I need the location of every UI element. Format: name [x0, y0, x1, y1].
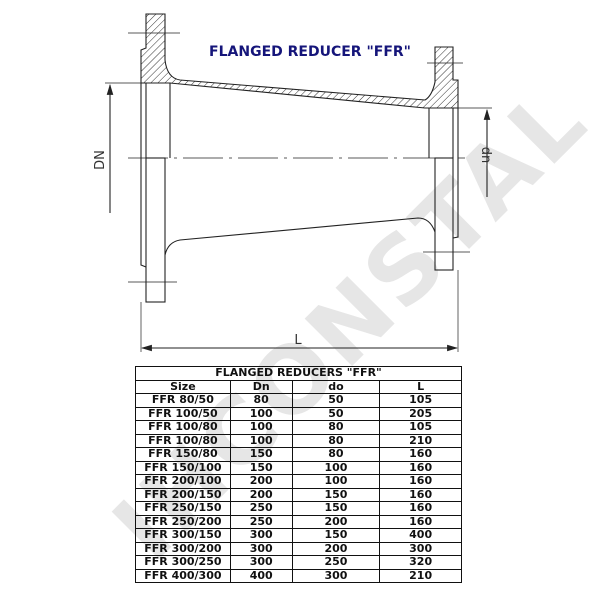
cell-dn: 200 — [229, 474, 293, 489]
cell-size: FFR 200/100 — [135, 474, 231, 489]
cell-l: 105 — [379, 420, 462, 435]
cell-size: FFR 200/150 — [135, 487, 231, 502]
cell-dn: 200 — [229, 487, 293, 502]
cell-size: FFR 300/250 — [135, 555, 231, 570]
header-l: L — [379, 379, 462, 394]
cell-do: 300 — [291, 568, 381, 583]
cell-dn: 300 — [229, 528, 293, 543]
cell-size: FFR 150/100 — [135, 460, 231, 475]
cell-do: 200 — [291, 514, 381, 529]
cell-l: 160 — [379, 501, 462, 516]
cell-do: 200 — [291, 541, 381, 556]
drawing-title: FLANGED REDUCER "FFR" — [209, 44, 411, 60]
cell-l: 160 — [379, 487, 462, 502]
cell-l: 205 — [379, 406, 462, 421]
cell-size: FFR 300/150 — [135, 528, 231, 543]
table-header-row: Size Dn do L — [135, 379, 462, 394]
left-flange-face — [140, 83, 171, 268]
label-DN: DN — [93, 150, 108, 170]
cell-dn: 80 — [229, 393, 293, 408]
top-wall-section — [140, 13, 459, 109]
cell-l: 300 — [379, 541, 462, 556]
cell-l: 320 — [379, 555, 462, 570]
cell-do: 100 — [291, 460, 381, 475]
cell-dn: 400 — [229, 568, 293, 583]
cell-do: 250 — [291, 555, 381, 570]
cell-do: 150 — [291, 501, 381, 516]
cell-size: FFR 100/80 — [135, 420, 231, 435]
cell-do: 80 — [291, 447, 381, 462]
cell-dn: 250 — [229, 501, 293, 516]
cell-dn: 250 — [229, 514, 293, 529]
cell-l: 400 — [379, 528, 462, 543]
header-size: Size — [135, 379, 231, 394]
cell-do: 80 — [291, 420, 381, 435]
cell-size: FFR 80/50 — [135, 393, 231, 408]
right-flange-face — [428, 108, 459, 239]
cell-dn: 150 — [229, 460, 293, 475]
label-L: L — [294, 333, 302, 348]
cell-size: FFR 100/80 — [135, 433, 231, 448]
header-do: do — [291, 379, 381, 394]
right-flange — [434, 157, 454, 271]
cell-l: 160 — [379, 514, 462, 529]
reducers-table: FLANGED REDUCERS "FFR" Size Dn do L FFR … — [135, 366, 462, 583]
cell-l: 105 — [379, 393, 462, 408]
bottom-wall — [164, 217, 436, 256]
extension-lines — [105, 82, 492, 352]
cell-dn: 300 — [229, 555, 293, 570]
cell-dn: 100 — [229, 406, 293, 421]
cell-l: 210 — [379, 433, 462, 448]
cell-size: FFR 250/150 — [135, 501, 231, 516]
cell-size: FFR 250/200 — [135, 514, 231, 529]
cell-do: 100 — [291, 474, 381, 489]
cell-dn: 100 — [229, 433, 293, 448]
cell-do: 150 — [291, 528, 381, 543]
cell-dn: 100 — [229, 420, 293, 435]
header-dn: Dn — [229, 379, 293, 394]
cell-l: 160 — [379, 474, 462, 489]
cell-do: 50 — [291, 393, 381, 408]
label-dn: dn — [478, 147, 493, 164]
cell-size: FFR 400/300 — [135, 568, 231, 583]
cell-size: FFR 300/200 — [135, 541, 231, 556]
cell-dn: 150 — [229, 447, 293, 462]
cell-dn: 300 — [229, 541, 293, 556]
bolt-center-lines — [128, 32, 470, 283]
table-title: FLANGED REDUCERS "FFR" — [135, 366, 462, 381]
left-flange — [145, 157, 166, 303]
cell-do: 80 — [291, 433, 381, 448]
cell-do: 50 — [291, 406, 381, 421]
cell-l: 160 — [379, 447, 462, 462]
cell-size: FFR 150/80 — [135, 447, 231, 462]
cell-size: FFR 100/50 — [135, 406, 231, 421]
cell-l: 210 — [379, 568, 462, 583]
cell-l: 160 — [379, 460, 462, 475]
cell-do: 150 — [291, 487, 381, 502]
